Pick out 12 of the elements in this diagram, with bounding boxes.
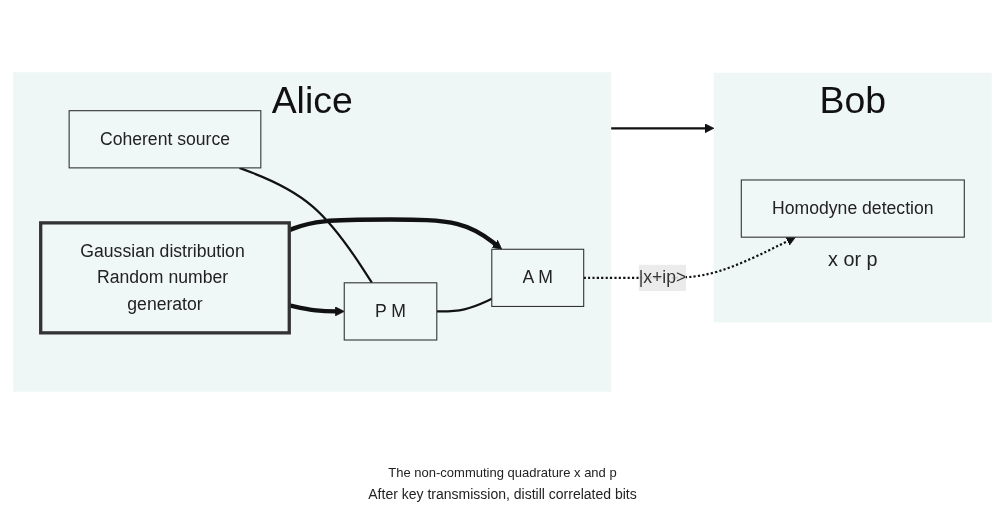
node-box: Coherent source	[68, 109, 262, 168]
node-box: A M	[491, 248, 585, 307]
arrow	[611, 123, 715, 133]
node-box: Gaussian distribution Random number generator	[39, 220, 291, 335]
node-annotation: x or p	[828, 247, 878, 270]
node-box: Homodyne detection	[740, 179, 965, 238]
connector	[239, 166, 373, 283]
arrow	[288, 302, 345, 316]
caption: After key transmission, distill correlated bits	[368, 486, 637, 502]
note-text: The non-commuting quadrature x and p	[388, 465, 617, 480]
edge-label: |x+ip>	[638, 267, 687, 287]
node-box: P M	[343, 281, 438, 341]
